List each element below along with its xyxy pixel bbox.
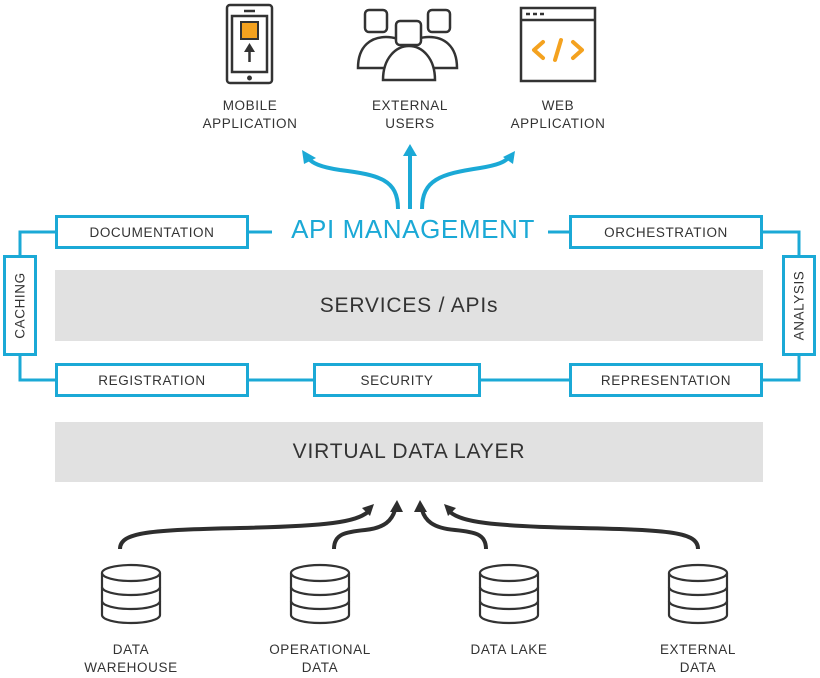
arrowhead-web — [503, 151, 515, 164]
api-arrowheads — [302, 144, 515, 164]
virtual-data-layer: VIRTUAL DATA LAYER — [55, 422, 763, 482]
security-box: SECURITY — [313, 363, 481, 397]
arrowhead-operational — [390, 500, 403, 512]
source-label-datalake: DATA LAKE — [439, 641, 579, 659]
database-icon — [667, 563, 729, 625]
source-label-operational: OPERATIONAL DATA — [250, 641, 390, 677]
users-group-icon — [356, 8, 459, 82]
consumer-label-line: USERS — [385, 116, 435, 131]
consumer-label-line: EXTERNAL — [371, 98, 449, 113]
consumer-label-line: APPLICATION — [202, 116, 298, 131]
source-label-line: OPERATIONAL — [269, 642, 371, 657]
consumer-label-users: EXTERNAL USERS — [345, 97, 475, 133]
consumer-label-line: WEB — [541, 98, 575, 113]
source-arrows — [118, 509, 700, 550]
connector-caching-registration — [18, 355, 56, 382]
arrowhead-datalake — [414, 500, 427, 512]
source-label-line: WAREHOUSE — [84, 660, 178, 675]
caching-label: CACHING — [12, 272, 28, 339]
source-label-line: DATA — [679, 660, 717, 675]
source-label-line: EXTERNAL — [659, 642, 737, 657]
arrowhead-warehouse — [362, 504, 374, 516]
consumer-label-mobile: MOBILE APPLICATION — [190, 97, 310, 133]
api-management-title: API MANAGEMENT — [280, 212, 546, 246]
source-label-warehouse: DATA WAREHOUSE — [61, 641, 201, 677]
mobile-phone-icon — [225, 3, 274, 85]
database-icon — [100, 563, 162, 625]
representation-box: REPRESENTATION — [569, 363, 763, 397]
services-apis-layer: SERVICES / APIs — [55, 270, 763, 341]
database-icons — [100, 563, 729, 625]
arrowhead-mobile — [302, 150, 316, 164]
source-label-external: EXTERNAL DATA — [628, 641, 768, 677]
registration-box: REGISTRATION — [55, 363, 249, 397]
arrow-to-web — [420, 155, 511, 210]
documentation-box: DOCUMENTATION — [55, 215, 249, 249]
analysis-label: ANALYSIS — [791, 270, 807, 341]
source-arrowheads — [362, 500, 456, 516]
orchestration-box: ORCHESTRATION — [569, 215, 763, 249]
arrow-to-mobile — [306, 156, 400, 210]
arrow-from-datalake — [420, 509, 488, 550]
source-label-line: DATA LAKE — [470, 642, 548, 657]
arrow-from-warehouse — [118, 510, 370, 550]
consumer-label-line: APPLICATION — [510, 116, 606, 131]
arrowhead-external — [444, 504, 456, 516]
consumer-label-line: MOBILE — [222, 98, 278, 113]
database-icon — [478, 563, 540, 625]
connector-doc-caching — [18, 230, 56, 256]
arrow-from-operational — [332, 509, 397, 550]
browser-code-icon — [519, 6, 597, 83]
arrowhead-users — [403, 144, 417, 156]
source-label-line: DATA — [301, 660, 339, 675]
arrow-from-external — [448, 510, 700, 550]
analysis-box: ANALYSIS — [782, 255, 816, 356]
consumer-label-web: WEB APPLICATION — [498, 97, 618, 133]
database-icon — [289, 563, 351, 625]
caching-box: CACHING — [3, 255, 37, 356]
api-output-arrows — [306, 154, 511, 210]
source-label-line: DATA — [112, 642, 150, 657]
